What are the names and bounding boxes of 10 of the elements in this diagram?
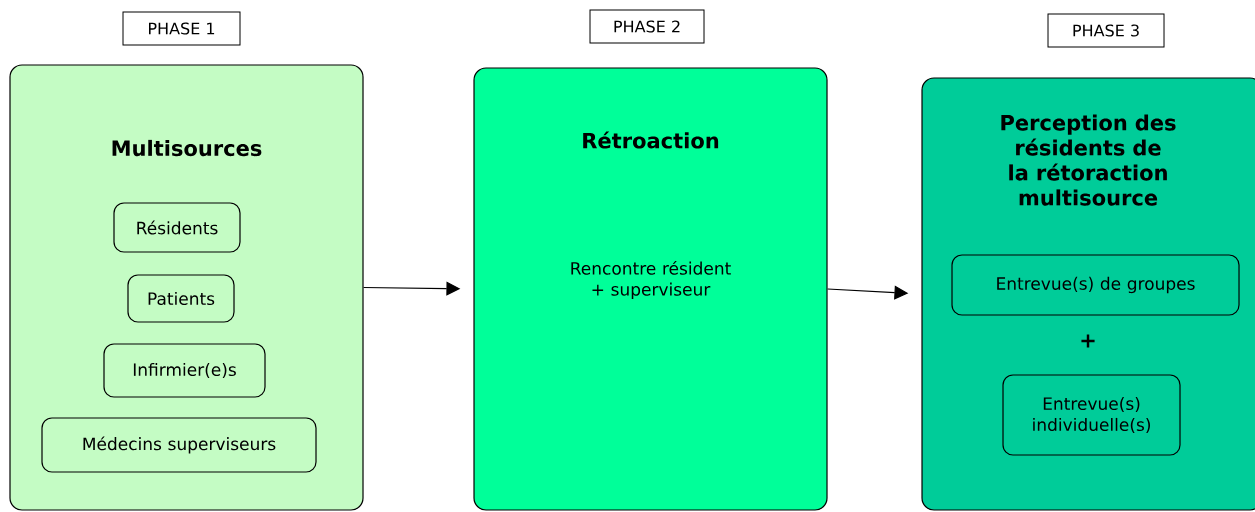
- source-box: Patients: [127, 274, 235, 323]
- source-box: Résidents: [113, 202, 241, 253]
- phase-label: PHASE 2: [589, 9, 705, 44]
- source-box: Entrevue(s) de groupes: [951, 254, 1240, 316]
- phase-label: PHASE 3: [1047, 13, 1165, 48]
- source-box: Entrevue(s) individuelle(s): [1002, 374, 1181, 456]
- source-box: Médecins superviseurs: [41, 417, 317, 473]
- phase-label: PHASE 1: [122, 11, 241, 46]
- source-box: Infirmier(e)s: [103, 343, 266, 398]
- phase-panel: Rétroaction Rencontre résident + superviseur: [473, 67, 828, 511]
